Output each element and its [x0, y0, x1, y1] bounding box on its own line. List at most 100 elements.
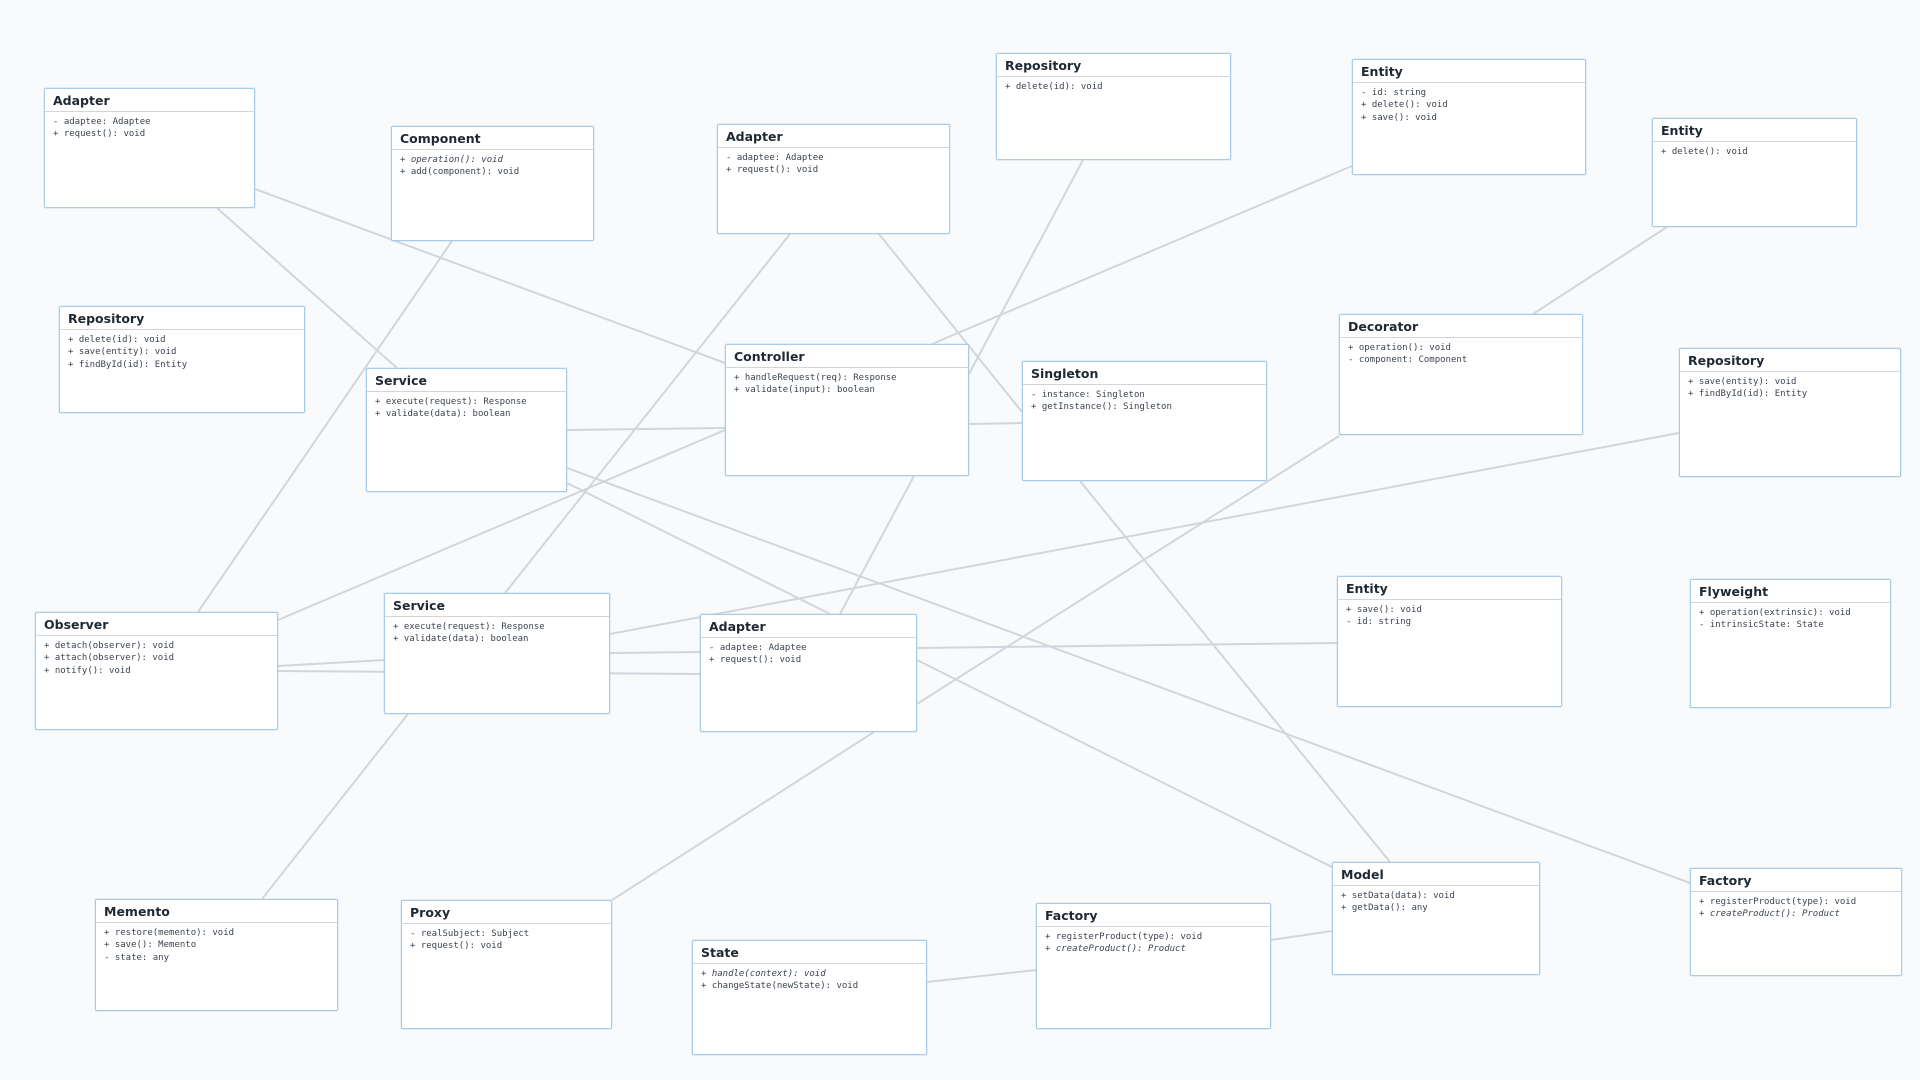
connector-service-1-to-factory-2: [566, 467, 1691, 884]
connector-entity-2-to-decorator-1: [1532, 226, 1668, 315]
class-member: + operation(): void: [1348, 343, 1451, 353]
class-member: + request(): void: [410, 941, 503, 952]
class-name: Decorator: [1340, 315, 1582, 338]
class-members: - adaptee: Adaptee+ request(): void: [701, 638, 916, 671]
class-name: Proxy: [402, 901, 611, 924]
connector-adapter-3-to-proxy-1: [611, 731, 875, 901]
class-member: + registerProduct(type): void: [1045, 932, 1203, 942]
connector-repository-1-to-controller-1: [968, 159, 1084, 375]
class-members: + execute(request): Response + validate(d…: [385, 617, 609, 650]
class-name: Flyweight: [1691, 580, 1890, 603]
class-box-decorator-1[interactable]: Decorator + operation(): void - component:…: [1339, 314, 1583, 435]
class-box-controller-1[interactable]: Controller+ handleRequest(req): Response…: [725, 344, 969, 476]
class-box-adapter-2[interactable]: Adapter - adaptee: Adaptee + request(): vo…: [717, 124, 950, 234]
class-name: Entity: [1338, 577, 1561, 600]
class-box-flyweight-1[interactable]: Flyweight+ operation(extrinsic): void- i…: [1690, 579, 1891, 708]
class-box-singleton-1[interactable]: Singleton- instance: Singleton+ getInsta…: [1022, 361, 1267, 481]
class-box-entity-3[interactable]: Entity+ save(): void- id: string: [1337, 576, 1562, 707]
class-member: - id: string: [1361, 88, 1427, 98]
class-name: Entity: [1653, 119, 1856, 142]
class-box-state-1[interactable]: State + handle(context): void + changeStat…: [692, 940, 927, 1055]
class-box-repository-1[interactable]: Repository+ delete(id): void: [996, 53, 1231, 160]
class-member: + delete(): void: [1661, 147, 1748, 157]
class-name: State: [693, 941, 926, 964]
class-member: + execute(request): Response: [393, 622, 545, 632]
class-member: + handle(context): void: [701, 969, 826, 979]
class-members: + restore(memento): void+ save(): Mement…: [96, 923, 337, 968]
class-box-component-1[interactable]: Component+ operation(): void+ add(compon…: [391, 126, 594, 241]
class-member: + delete(): void: [1361, 100, 1448, 111]
class-members: + operation(): void+ add(component): voi…: [392, 150, 593, 183]
class-members: + delete(id): void+ save(entity): void+ …: [60, 330, 304, 375]
class-box-adapter-1[interactable]: Adapter- adaptee: Adaptee+ request(): vo…: [44, 88, 255, 208]
connector-service-2-to-memento-1: [261, 713, 409, 900]
connector-singleton-1-to-model-1: [1079, 480, 1391, 863]
connector-factory-1-to-model-1: [1270, 930, 1333, 941]
class-box-model-1[interactable]: Model+ setData(data): void+ getData(): a…: [1332, 862, 1540, 975]
class-box-repository-2[interactable]: Repository + delete(id): void + save(entit…: [59, 306, 305, 413]
class-box-adapter-3[interactable]: Adapter- adaptee: Adaptee+ request(): vo…: [700, 614, 917, 732]
class-member: - adaptee: Adaptee: [726, 153, 824, 163]
class-member: - component: Component: [1348, 355, 1468, 366]
class-member: + notify(): void: [44, 665, 131, 676]
class-member: + request(): void: [726, 165, 819, 176]
connector-observer-1-to-service-2: [277, 659, 385, 667]
class-member: + delete(id): void: [68, 335, 166, 345]
class-name: Service: [385, 594, 609, 617]
connector-service-1-to-controller-1: [566, 427, 726, 431]
class-member: + save(): void: [1361, 112, 1437, 123]
class-member: - adaptee: Adaptee: [53, 117, 151, 127]
class-member: + delete(id): void: [1005, 82, 1103, 92]
class-member: + handleRequest(req): Response: [734, 373, 897, 383]
class-member: + restore(memento): void: [104, 928, 235, 938]
class-members: + delete(id): void: [997, 77, 1230, 97]
connector-controller-1-to-adapter-3: [839, 475, 915, 615]
class-member: - adaptee: Adaptee: [709, 643, 807, 653]
class-box-entity-2[interactable]: Entity + delete(): void: [1652, 118, 1857, 227]
class-box-factory-2[interactable]: Factory+ registerProduct(type): void+ cr…: [1690, 868, 1902, 976]
connector-decorator-1-to-adapter-3: [916, 435, 1340, 705]
connector-repository-3-to-service-2: [609, 432, 1680, 635]
class-members: + setData(data): void+ getData(): any: [1333, 886, 1539, 919]
class-members: - id: string + delete(): void+ save(): vo…: [1353, 83, 1585, 128]
class-member: + save(entity): void: [68, 347, 177, 358]
class-box-service-1[interactable]: Service+ execute(request): Response+ val…: [366, 368, 567, 492]
class-name: Memento: [96, 900, 337, 923]
connector-adapter-2-to-singleton-1: [878, 233, 1023, 413]
class-box-factory-1[interactable]: Factory+ registerProduct(type): void+ cr…: [1036, 903, 1271, 1029]
class-members: + detach(observer): void+ attach(observe…: [36, 636, 277, 681]
class-member: + operation(extrinsic): void: [1699, 608, 1851, 618]
class-box-entity-1[interactable]: Entity - id: string + delete(): void+ save…: [1352, 59, 1586, 175]
class-members: - adaptee: Adaptee + request(): void: [718, 148, 949, 181]
class-name: Adapter: [701, 615, 916, 638]
class-member: - state: any: [104, 952, 170, 963]
class-member: + getInstance(): Singleton: [1031, 402, 1172, 413]
class-name: Repository: [60, 307, 304, 330]
class-members: + operation(extrinsic): void- intrinsicS…: [1691, 603, 1890, 636]
class-member: + add(component): void: [400, 167, 520, 178]
class-box-proxy-1[interactable]: Proxy - realSubject: Subject + request(): …: [401, 900, 612, 1029]
class-name: Component: [392, 127, 593, 150]
class-member: + validate(data): boolean: [393, 634, 529, 645]
class-members: - instance: Singleton+ getInstance(): Si…: [1023, 385, 1266, 418]
class-member: + save(entity): void: [1688, 377, 1797, 387]
connector-adapter-1-to-controller-1: [254, 188, 726, 364]
class-name: Adapter: [718, 125, 949, 148]
class-member: + registerProduct(type): void: [1699, 897, 1857, 907]
class-member: - realSubject: Subject: [410, 929, 530, 939]
class-name: Entity: [1353, 60, 1585, 83]
class-box-repository-3[interactable]: Repository+ save(entity): void+ findById…: [1679, 348, 1901, 477]
class-box-service-2[interactable]: Service + execute(request): Response + val…: [384, 593, 610, 714]
class-box-memento-1[interactable]: Memento+ restore(memento): void+ save():…: [95, 899, 338, 1011]
class-name: Observer: [36, 613, 277, 636]
connector-adapter-3-to-entity-3: [916, 642, 1338, 649]
class-members: + operation(): void - component: Componen…: [1340, 338, 1582, 371]
class-member: + execute(request): Response: [375, 397, 527, 407]
connector-controller-1-to-observer-1: [277, 429, 726, 621]
class-name: Adapter: [45, 89, 254, 112]
class-member: + changeState(newState): void: [701, 981, 859, 992]
class-box-observer-1[interactable]: Observer+ detach(observer): void+ attach…: [35, 612, 278, 730]
class-members: + save(entity): void+ findById(id): Enti…: [1680, 372, 1900, 405]
class-name: Service: [367, 369, 566, 392]
